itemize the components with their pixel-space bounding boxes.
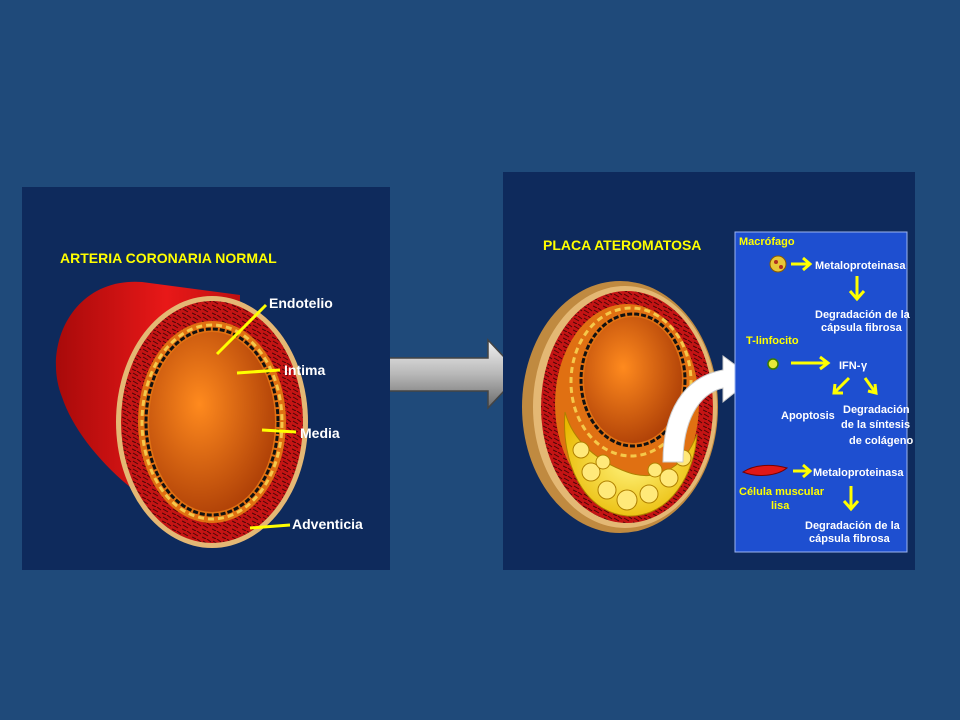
plaque-endothelium bbox=[579, 312, 687, 448]
adventicia-pointer-icon bbox=[249, 523, 291, 530]
gamma-symbol: γ bbox=[861, 360, 868, 372]
plaque-intima-cells bbox=[569, 306, 693, 458]
macrofago-label: Macrófago bbox=[739, 236, 795, 248]
intima-cells bbox=[140, 323, 284, 521]
media-pointer-icon bbox=[261, 428, 297, 434]
apoptosis-label: Apoptosis bbox=[781, 410, 835, 422]
yellow-arrow-icon bbox=[793, 463, 813, 479]
celula-muscular-line1: Célula muscular bbox=[739, 486, 825, 498]
plaque-diagram: PLACA ATEROMATOSA Macrófago Metaloprotei… bbox=[522, 231, 913, 553]
yellow-arrow-icon bbox=[863, 377, 878, 395]
metaloproteinasa-label-1: Metaloproteinasa bbox=[815, 260, 906, 272]
degradacion-sintesis-line3: de colágeno bbox=[849, 435, 913, 447]
macrophage-cell-icon bbox=[769, 255, 787, 273]
degradacion-sintesis-line1: Degradación bbox=[843, 404, 910, 416]
degradacion-sintesis-line2: de la síntesis bbox=[841, 419, 910, 431]
media-label: Media bbox=[300, 425, 340, 441]
endotelio-label: Endotelio bbox=[269, 295, 333, 311]
lymphocyte-cell-icon bbox=[767, 358, 779, 370]
ifn-label: IFN- bbox=[839, 360, 861, 372]
yellow-arrow-icon bbox=[791, 355, 831, 371]
plaque-title: PLACA ATEROMATOSA bbox=[543, 237, 701, 253]
smooth-muscle-cell-icon bbox=[741, 464, 789, 476]
normal-artery-title: ARTERIA CORONARIA NORMAL bbox=[60, 250, 277, 266]
degradacion-capsula-1-line2: cápsula fibrosa bbox=[821, 322, 903, 334]
celula-muscular-line2: lisa bbox=[771, 500, 790, 512]
atheromatous-plaque-panel: PLACA ATEROMATOSA Macrófago Metaloprotei… bbox=[503, 172, 915, 570]
intima-label: Intima bbox=[284, 362, 325, 378]
degradacion-capsula-2-line1: Degradación de la bbox=[805, 520, 901, 532]
foam-cells bbox=[572, 441, 692, 511]
normal-artery-diagram: ARTERIA CORONARIA NORMAL Endotelio Intim… bbox=[55, 250, 363, 548]
endotelio-pointer-icon bbox=[215, 303, 268, 356]
degradacion-capsula-2-line2: cápsula fibrosa bbox=[809, 533, 891, 545]
mechanism-info-box bbox=[734, 231, 908, 553]
lumen bbox=[149, 332, 275, 512]
normal-artery-panel: ARTERIA CORONARIA NORMAL Endotelio Intim… bbox=[22, 187, 390, 570]
yellow-arrow-icon bbox=[842, 486, 860, 512]
yellow-arrow-icon bbox=[791, 256, 813, 272]
yellow-arrow-icon bbox=[832, 376, 851, 395]
yellow-arrow-icon bbox=[848, 276, 866, 302]
adventicia-label: Adventicia bbox=[292, 516, 363, 532]
degradacion-capsula-1-line1: Degradación de la bbox=[815, 309, 911, 321]
intima-pointer-icon bbox=[236, 368, 281, 375]
t-linfocito-label: T-linfocito bbox=[746, 335, 799, 347]
endothelium-layer bbox=[144, 327, 280, 517]
metaloproteinasa-label-2: Metaloproteinasa bbox=[813, 467, 904, 479]
narrowed-lumen bbox=[584, 317, 682, 443]
